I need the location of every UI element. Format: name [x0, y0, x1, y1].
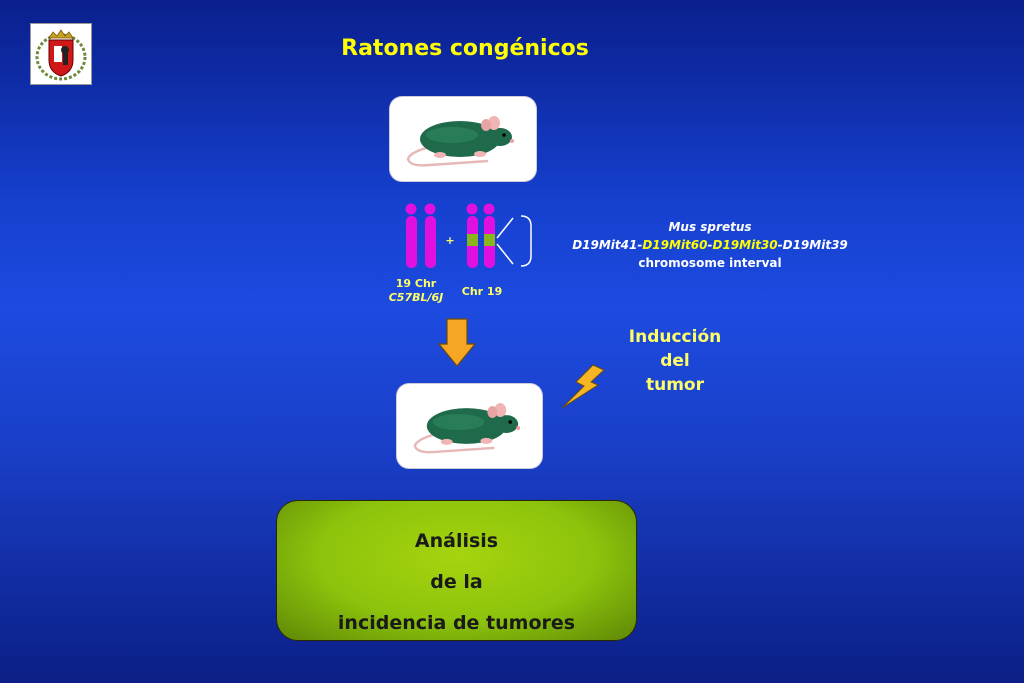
marker-sep-2: - — [707, 238, 713, 252]
chromosome-interval-text: Mus spretus D19Mit41-D19Mit60-D19Mit30-D… — [545, 218, 875, 272]
marker-4: D19Mit39 — [782, 238, 848, 252]
mouse-image-bottom — [397, 384, 542, 468]
tumor-induction-label: Inducción del tumor — [610, 325, 740, 397]
induction-line3: tumor — [645, 375, 704, 395]
species-name: Mus spretus — [668, 220, 752, 234]
marker-2: D19Mit60 — [642, 238, 708, 252]
plus-sign: + — [445, 234, 455, 247]
chromosome-congenic-1 — [466, 203, 478, 268]
marker-sep-1: - — [637, 238, 643, 252]
coat-of-arms-icon — [35, 29, 87, 81]
chromosome-left-label-line2: C57BL/6J — [388, 291, 444, 304]
mouse-icon — [406, 116, 514, 167]
marker-3: D19Mit30 — [712, 238, 778, 252]
induction-line2: del — [660, 351, 690, 371]
chromosome-c57bl-2 — [424, 203, 436, 268]
interval-description: chromosome interval — [638, 256, 782, 270]
analysis-box: Análisis de la incidencia de tumores — [276, 500, 637, 641]
crest-logo — [30, 23, 92, 85]
chromosome-right-label: Chr 19 — [461, 285, 503, 298]
chromosome-c57bl-1 — [405, 203, 417, 268]
mouse-image-top — [390, 97, 536, 181]
induction-line1: Inducción — [628, 327, 722, 347]
analysis-line2: de la — [430, 571, 483, 593]
orange-down-arrow-icon — [438, 318, 476, 367]
marker-line: D19Mit41-D19Mit60-D19Mit30-D19Mit39 — [545, 236, 875, 254]
chromosome-left-label: 19 Chr C57BL/6J — [378, 277, 454, 305]
mouse-icon — [413, 403, 521, 454]
page-title: Ratones congénicos — [341, 36, 589, 61]
analysis-line1: Análisis — [414, 530, 499, 552]
lightning-bolt-icon — [561, 364, 605, 409]
chromosome-left-label-line1: 19 Chr — [395, 277, 437, 290]
chromosome-congenic-2 — [483, 203, 495, 268]
analysis-line3: incidencia de tumores — [337, 612, 576, 634]
marker-sep-3: - — [777, 238, 783, 252]
marker-1: D19Mit41 — [572, 238, 638, 252]
chromosome-diagram — [405, 203, 532, 268]
